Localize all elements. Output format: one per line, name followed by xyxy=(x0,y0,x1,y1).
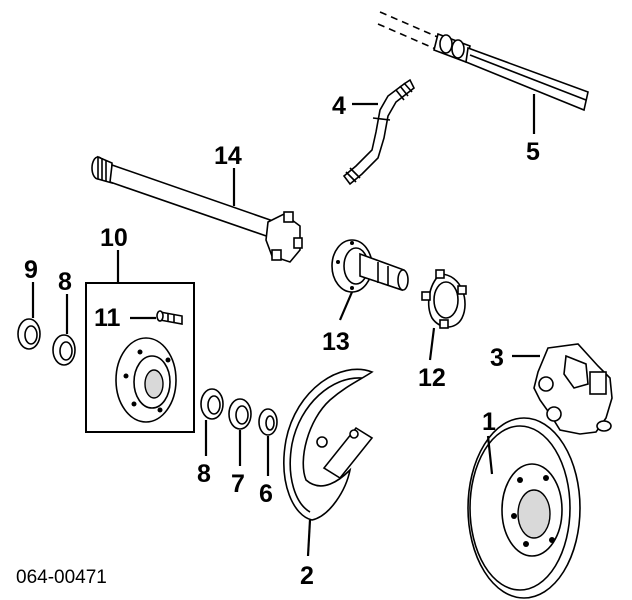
callout-1: 1 xyxy=(482,408,496,436)
callout-8-right: 8 xyxy=(197,460,211,488)
lock-ring-part xyxy=(421,269,467,329)
callout-8-left: 8 xyxy=(58,268,72,296)
axle-shaft-part xyxy=(91,155,303,263)
callout-6: 6 xyxy=(259,480,273,508)
callout-11: 11 xyxy=(94,304,121,332)
bearing-part-8-right xyxy=(200,388,224,420)
seal-part-9 xyxy=(17,318,41,350)
callout-12: 12 xyxy=(418,364,446,392)
leader-lines xyxy=(31,94,540,557)
brake-caliper-part xyxy=(533,343,613,435)
callout-4: 4 xyxy=(332,92,346,120)
callout-3: 3 xyxy=(490,344,504,372)
bearing-part-8-left xyxy=(52,334,76,366)
callout-9: 9 xyxy=(24,256,38,284)
part-number-label: 064-00471 xyxy=(16,567,107,588)
callout-14: 14 xyxy=(214,142,242,170)
callout-7: 7 xyxy=(231,470,245,498)
spindle-part xyxy=(331,239,409,293)
callout-10: 10 xyxy=(100,224,128,252)
brake-hose-part xyxy=(342,78,416,186)
callout-5: 5 xyxy=(526,138,540,166)
callout-13: 13 xyxy=(322,328,350,356)
brake-rotor-part xyxy=(467,417,581,599)
callout-2: 2 xyxy=(300,562,314,590)
brake-shield-part xyxy=(283,368,374,521)
brake-cable-part xyxy=(377,11,589,112)
hub-assembly-box xyxy=(85,282,195,433)
callout-labels: 1 2 3 4 5 6 7 8 9 8 10 11 12 13 14 xyxy=(24,92,540,590)
seal-part-6 xyxy=(258,408,278,436)
bearing-part-7 xyxy=(228,398,252,430)
